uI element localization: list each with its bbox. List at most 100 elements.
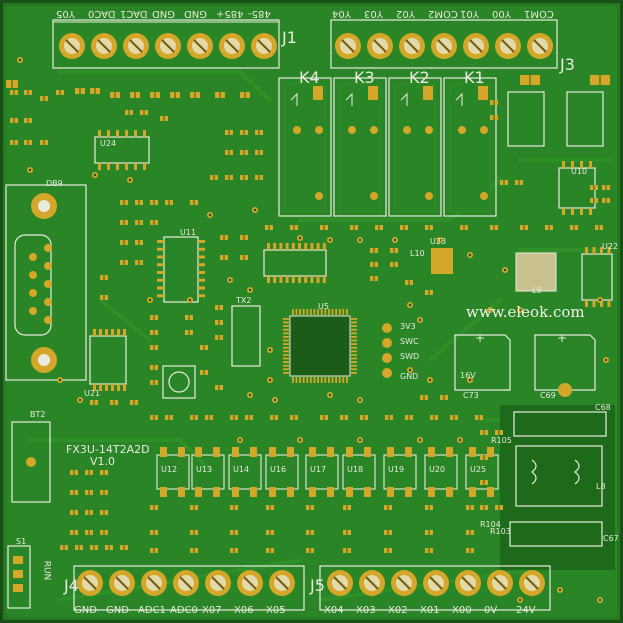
connector-ref-j4: J4 bbox=[64, 576, 79, 595]
transformer-tx2 bbox=[231, 305, 261, 367]
connector-ref-j1: J1 bbox=[282, 28, 297, 47]
connector-j3 bbox=[330, 19, 558, 69]
relay-label-k2: K2 bbox=[409, 68, 430, 87]
swd-header bbox=[382, 323, 392, 378]
ic-u21 bbox=[89, 329, 127, 391]
connector-ref-j3: J3 bbox=[560, 55, 575, 74]
relay-label-k3: K3 bbox=[354, 68, 375, 87]
terminal-label-y00: Y00 bbox=[492, 8, 511, 19]
silk-label-bt2: BT2 bbox=[30, 410, 46, 419]
ic-u24 bbox=[94, 130, 150, 170]
terminal-label-x00: X00 bbox=[452, 605, 472, 616]
ic-u11 bbox=[157, 236, 205, 303]
terminal-label-x07: X07 bbox=[202, 605, 222, 616]
svg-text:+: + bbox=[475, 331, 485, 345]
transistor-q7 bbox=[507, 91, 545, 147]
relay-label-k1: K1 bbox=[464, 68, 485, 87]
terminal-label-gnd: GND bbox=[152, 8, 175, 19]
silk-label-cap-voltage: 16V bbox=[460, 371, 476, 380]
silk-label-tx2: TX2 bbox=[236, 296, 252, 305]
board-version: V1.0 bbox=[90, 455, 116, 468]
terminal-label-gnd: GND bbox=[184, 8, 207, 19]
terminal-label-x02: X02 bbox=[388, 605, 408, 616]
run-switch bbox=[7, 545, 31, 609]
silk-label-r104: R104 bbox=[480, 520, 501, 529]
silk-label-c68: C68 bbox=[595, 403, 611, 412]
run-switch-label: RUN bbox=[41, 560, 52, 581]
ic-u6 bbox=[263, 243, 327, 283]
silk-label-c73: C73 bbox=[463, 391, 479, 400]
silk-label-c67: C67 bbox=[603, 534, 619, 543]
connector-j1 bbox=[52, 19, 280, 69]
silk-label-u23: U23 bbox=[430, 237, 447, 246]
terminal-label-y05: Y05 bbox=[56, 8, 75, 19]
capacitor-c73: + bbox=[454, 331, 511, 391]
connector-j4 bbox=[73, 565, 305, 611]
silk-label-u24: U24 bbox=[100, 139, 117, 148]
opto-label-u14: U14 bbox=[233, 465, 250, 474]
silk-label-r105: R105 bbox=[491, 436, 512, 445]
opto-label-u17: U17 bbox=[310, 465, 327, 474]
silk-label-swd-swc: SWC bbox=[400, 337, 419, 346]
silk-label-swd-gnd: GND bbox=[400, 372, 419, 381]
opto-label-u16: U16 bbox=[270, 465, 287, 474]
transistor-q6 bbox=[566, 91, 604, 147]
silk-label-u5: U5 bbox=[318, 302, 329, 311]
terminal-label-com2: COM2 bbox=[428, 8, 458, 19]
svg-text:+: + bbox=[557, 331, 567, 345]
terminal-label-x05: X05 bbox=[266, 605, 286, 616]
watermark: www.eleok.com bbox=[466, 303, 585, 321]
silk-label-db9: DB9 bbox=[46, 179, 63, 188]
silk-label-l10: L10 bbox=[410, 249, 425, 258]
silk-label-swd-swd: SWD bbox=[400, 352, 420, 361]
silk-label-u21: U21 bbox=[84, 389, 101, 398]
opto-label-u25: U25 bbox=[470, 465, 487, 474]
terminal-label-gnd: GND bbox=[74, 605, 97, 616]
inductor-l10 bbox=[431, 248, 453, 274]
battery-bt2 bbox=[11, 421, 51, 503]
connector-ref-j5: J5 bbox=[310, 576, 325, 595]
silk-label-u22: U22 bbox=[602, 242, 619, 251]
opto-label-u18: U18 bbox=[347, 465, 364, 474]
inductor-l9 bbox=[515, 252, 557, 292]
terminal-label-y02: Y02 bbox=[396, 8, 415, 19]
potentiometer bbox=[162, 365, 196, 399]
silk-label-l9: L9 bbox=[532, 286, 542, 295]
silk-label-s1: S1 bbox=[16, 537, 27, 546]
opto-label-u13: U13 bbox=[196, 465, 213, 474]
silk-label-u10: U10 bbox=[571, 167, 588, 176]
terminal-label-x04: X04 bbox=[324, 605, 344, 616]
terminal-label-adc1: ADC1 bbox=[138, 605, 166, 616]
terminal-label-x03: X03 bbox=[356, 605, 376, 616]
silk-label-r103: R103 bbox=[490, 527, 511, 536]
terminal-label-24v: 24V bbox=[516, 605, 536, 616]
silk-label-c69: C69 bbox=[540, 391, 556, 400]
terminal-label-y01: Y01 bbox=[460, 8, 479, 19]
terminal-label-x06: X06 bbox=[234, 605, 254, 616]
opto-label-u20: U20 bbox=[429, 465, 446, 474]
terminal-label-x01: X01 bbox=[420, 605, 440, 616]
opto-label-u19: U19 bbox=[388, 465, 405, 474]
capacitor-c69: + bbox=[534, 331, 596, 397]
relay-group bbox=[278, 77, 497, 217]
terminal-label-dac1: DAC1 bbox=[120, 8, 148, 19]
terminal-label-y03: Y03 bbox=[364, 8, 383, 19]
silk-label-l8: L8 bbox=[596, 482, 606, 491]
connector-j5 bbox=[319, 565, 551, 611]
terminal-label-adc0: ADC0 bbox=[170, 605, 198, 616]
choke-l8 bbox=[515, 445, 603, 507]
terminal-label-dac0: DAC0 bbox=[88, 8, 116, 19]
terminal-label-0v: 0V bbox=[484, 605, 498, 616]
capacitor-c67 bbox=[509, 521, 603, 547]
capacitor-c68 bbox=[513, 411, 607, 437]
terminal-label-gnd: GND bbox=[106, 605, 129, 616]
terminal-label-y04: Y04 bbox=[332, 8, 351, 19]
board-model: FX3U-14T2A2D bbox=[66, 443, 150, 456]
relay-label-k4: K4 bbox=[299, 68, 320, 87]
terminal-label-com1: COM1 bbox=[524, 8, 554, 19]
db9-connector bbox=[5, 184, 87, 381]
opto-label-u12: U12 bbox=[161, 465, 178, 474]
terminal-label-485+: 485+ bbox=[216, 8, 244, 19]
